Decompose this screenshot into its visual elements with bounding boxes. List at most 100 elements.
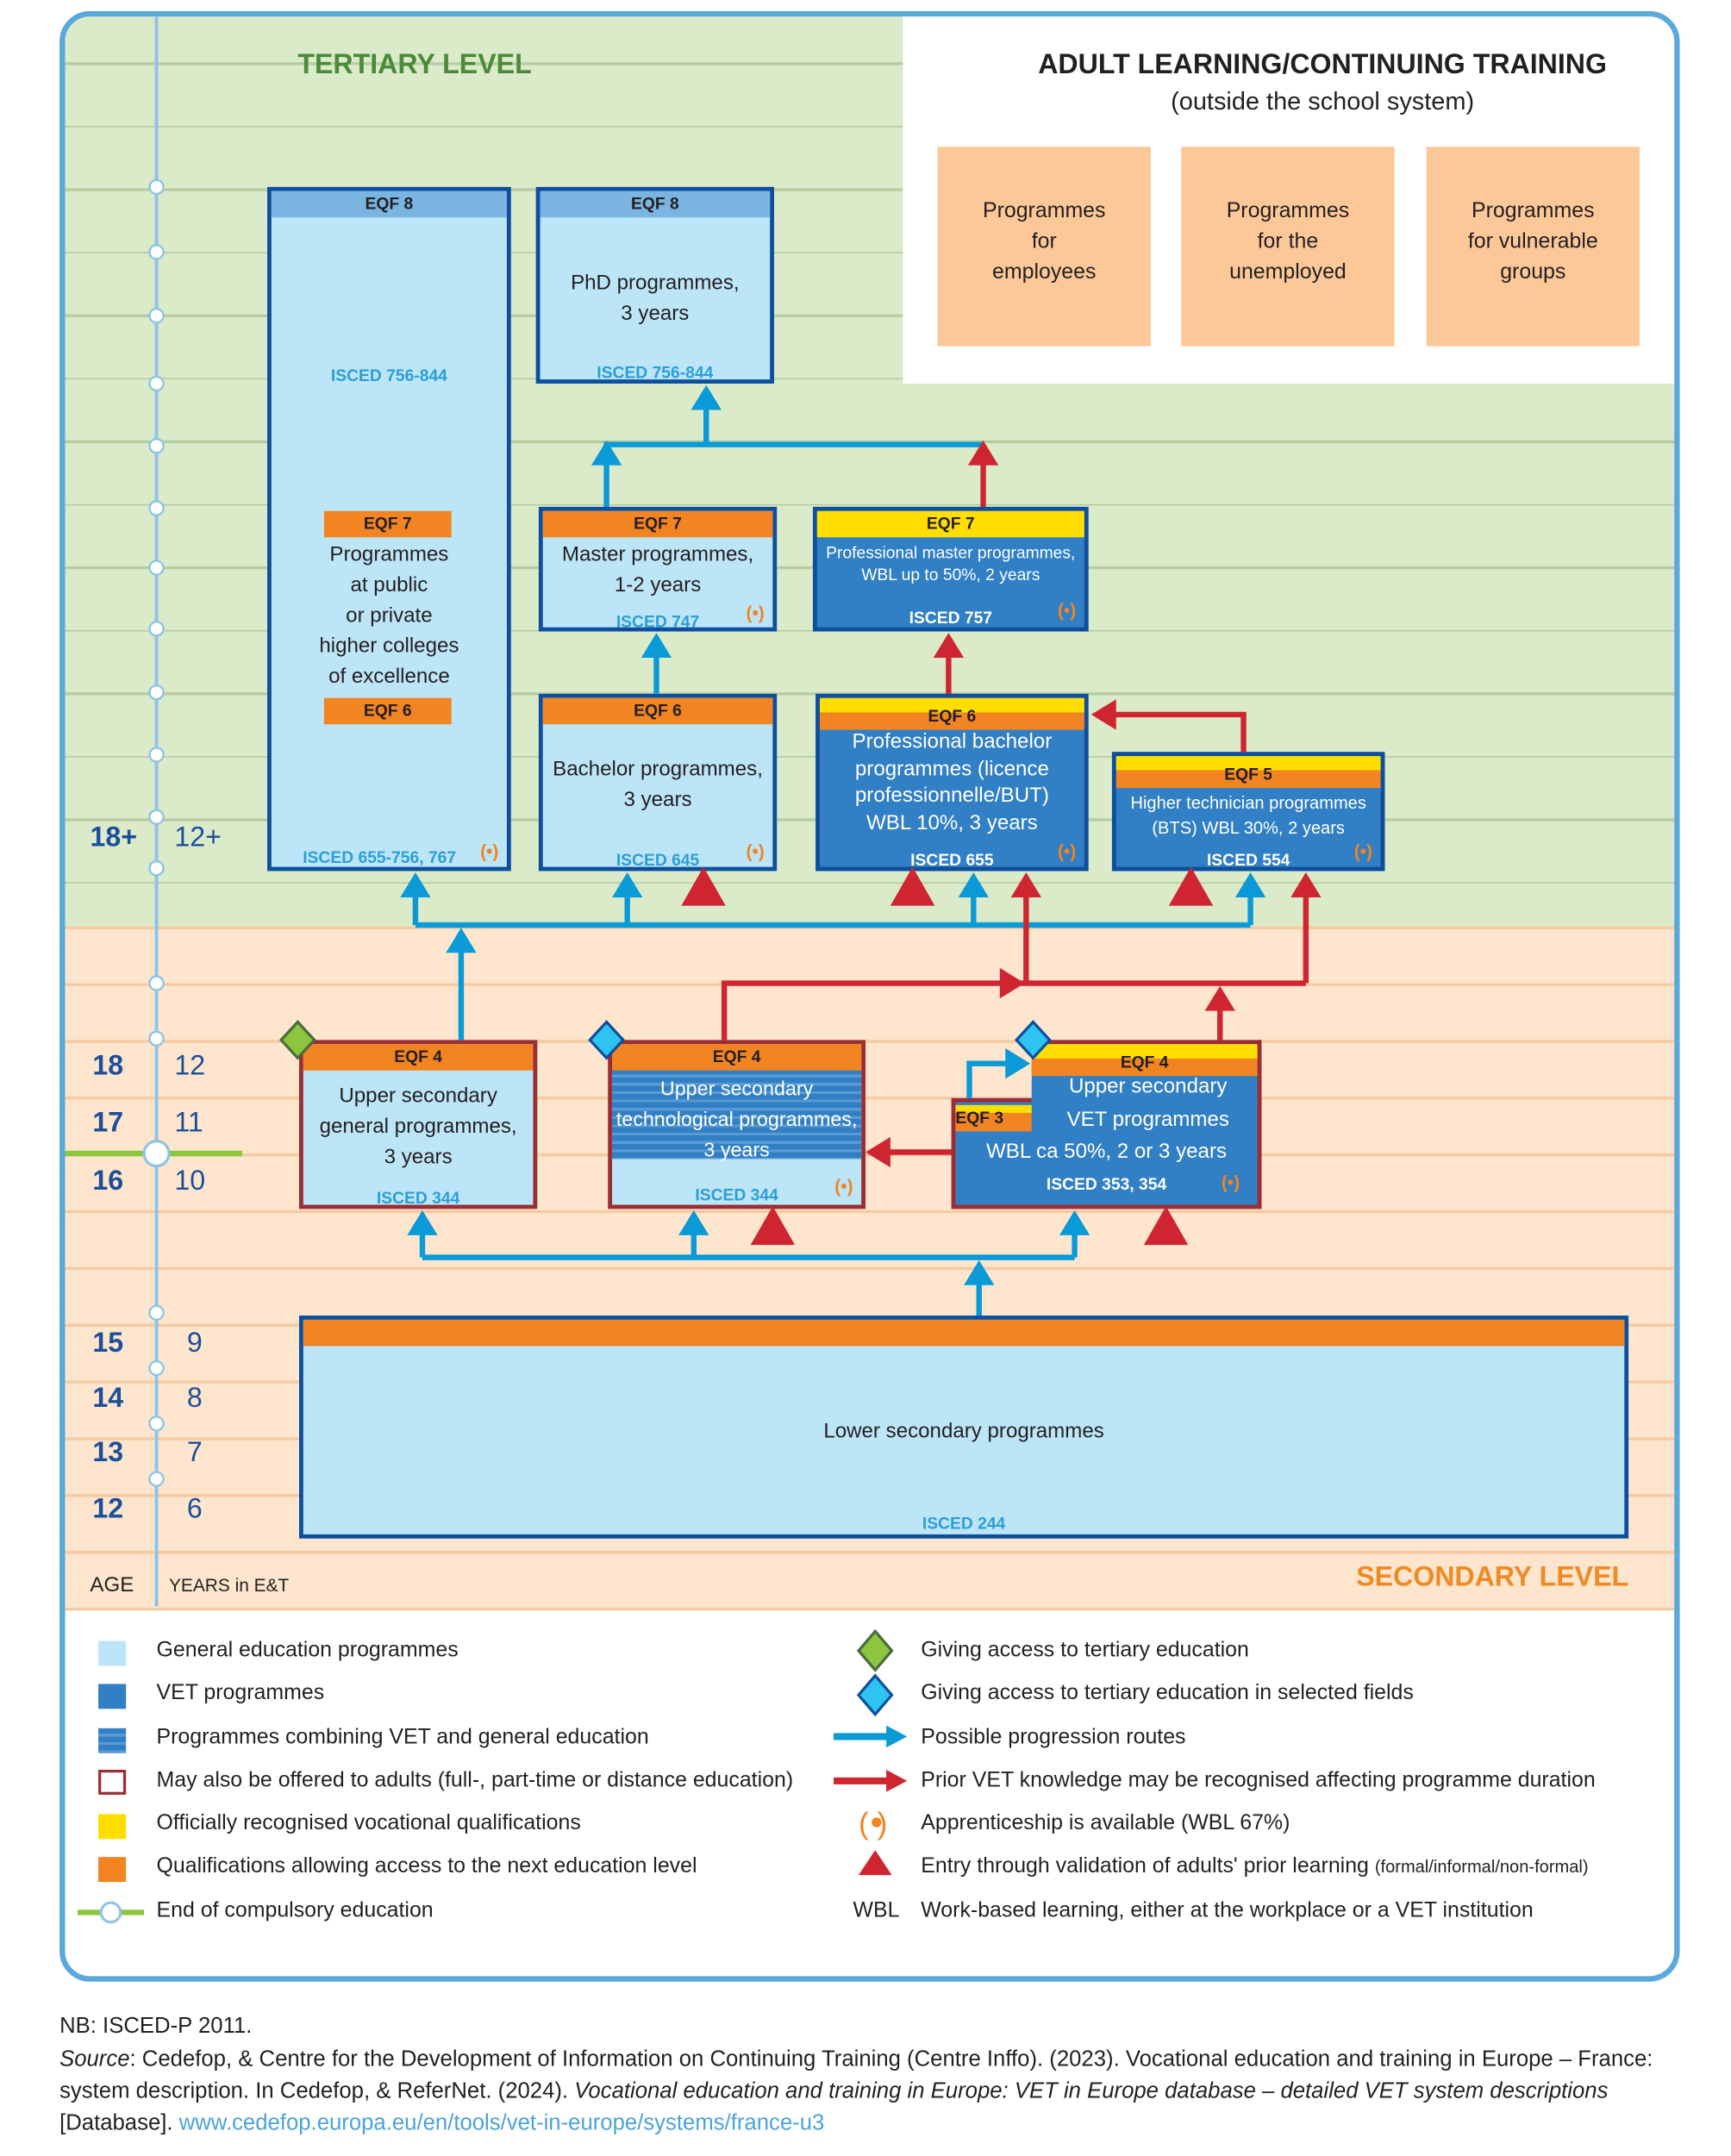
grid-line bbox=[65, 440, 1675, 443]
text-line: Programmes bbox=[329, 542, 449, 567]
line: groups bbox=[1500, 260, 1566, 284]
isced-label: ISCED 645 bbox=[616, 850, 700, 870]
eqf-label: EQF 8 bbox=[540, 191, 771, 218]
grid-line bbox=[65, 1551, 1675, 1553]
text-line: 3 years bbox=[623, 788, 692, 812]
red-arrowhead-icon bbox=[1290, 872, 1322, 897]
isced-label: ISCED 244 bbox=[922, 1513, 1006, 1534]
timeline-dot bbox=[148, 178, 165, 196]
eqf-bar bbox=[303, 1319, 1625, 1347]
blue-arrowhead-icon bbox=[591, 440, 622, 466]
legend-icons: ( ) bbox=[834, 1628, 908, 1876]
upper-secondary-vet-box: EQF 4 bbox=[1031, 1040, 1262, 1209]
blue-arrowhead-icon bbox=[1059, 1209, 1090, 1235]
blue-diamond-icon bbox=[856, 1673, 894, 1717]
blue-arrowhead-icon bbox=[612, 872, 643, 897]
legend-label-row: Entry through validation of adults' prio… bbox=[921, 1853, 1588, 1880]
apprenticeship-icon: (•) bbox=[746, 602, 765, 623]
eqf-label: EQF 6 bbox=[819, 697, 1084, 730]
red-arrow-icon bbox=[834, 1769, 908, 1792]
bachelor-box: EQF 6 Bachelor programmes, 3 years ISCED … bbox=[538, 693, 778, 872]
timeline-dot bbox=[148, 1471, 165, 1487]
apprenticeship-icon: ( ) bbox=[859, 1807, 887, 1840]
text-line: WBL up to 50%, 2 years bbox=[861, 565, 1040, 584]
blue-arrowhead-icon bbox=[958, 872, 989, 897]
higher-technician-box: EQF 5 Higher technician programmes(BTS) … bbox=[1111, 752, 1385, 872]
timeline-dot bbox=[148, 1304, 165, 1322]
isced-label: ISCED 756-844 bbox=[597, 362, 714, 383]
text-line: Bachelor programmes, bbox=[553, 757, 763, 782]
eqf-label: EQF 6 bbox=[542, 697, 773, 725]
validation-triangle-icon bbox=[681, 866, 726, 906]
timeline-dot bbox=[148, 1415, 165, 1432]
grid-line bbox=[65, 1040, 1675, 1042]
isced-label: ISCED 756-844 bbox=[330, 366, 447, 385]
compulsory-end-marker bbox=[142, 1140, 171, 1168]
grid-line bbox=[65, 881, 1675, 884]
age-axis bbox=[65, 16, 243, 1607]
line: for the bbox=[1257, 229, 1319, 253]
grid-line bbox=[65, 1266, 1675, 1270]
grid-line bbox=[65, 1209, 1675, 1213]
text-line: Upper secondary bbox=[339, 1084, 497, 1109]
age-label: 18+ bbox=[90, 822, 137, 853]
line: for vulnerable bbox=[1467, 229, 1598, 253]
text-line: programmes (licence bbox=[854, 756, 1049, 781]
isced-label: ISCED 747 bbox=[616, 612, 700, 632]
isced-label: ISCED 353, 354 bbox=[1046, 1173, 1167, 1193]
line: for bbox=[1031, 229, 1057, 253]
red-arrowhead-icon bbox=[1010, 872, 1042, 897]
line: Programmes bbox=[982, 199, 1106, 223]
eqf-label: EQF 5 bbox=[1115, 756, 1381, 789]
grid-line bbox=[65, 188, 1675, 191]
timeline-dot bbox=[148, 500, 165, 516]
years-label: 12+ bbox=[174, 822, 222, 853]
red-arrowhead-icon bbox=[866, 1136, 890, 1168]
eqf-label: EQF 3 bbox=[955, 1104, 1036, 1132]
validation-triangle-icon bbox=[1168, 866, 1214, 906]
legend-label: Giving access to tertiary education in s… bbox=[921, 1681, 1414, 1705]
blue-arrowhead-icon bbox=[678, 1209, 709, 1235]
higher-colleges-box: EQF 8 ISCED 756-844 EQF 7 Programmes at … bbox=[267, 186, 511, 872]
legend-label: Possible progression routes bbox=[921, 1725, 1186, 1749]
timeline-dot bbox=[148, 747, 165, 763]
master-box: EQF 7 Master programmes,1-2 years ISCED … bbox=[538, 506, 778, 632]
red-arrowhead-icon bbox=[933, 633, 965, 659]
source-line-3: [Database]. www.cedefop.europa.eu/en/too… bbox=[59, 2108, 824, 2140]
legend-label: Apprenticeship is available (WBL 67%) bbox=[921, 1811, 1290, 1835]
timeline-dot bbox=[148, 621, 165, 637]
isced-label: ISCED 655-756, 767 bbox=[303, 847, 457, 867]
timeline-dot bbox=[148, 1030, 165, 1047]
grid-line bbox=[65, 1097, 1675, 1099]
text-line: 3 years bbox=[703, 1140, 770, 1162]
text-line: WBL 10%, 3 years bbox=[866, 810, 1038, 834]
blue-arrowhead-icon bbox=[407, 1209, 438, 1235]
years-label: 9 bbox=[186, 1328, 203, 1359]
legend-label: Entry through validation of adults' prio… bbox=[921, 1853, 1369, 1878]
legend-label: Work-based learning, either at the workp… bbox=[921, 1898, 1534, 1922]
phd-box: EQF 8 PhD programmes,3 years ISCED 756-8… bbox=[535, 186, 774, 384]
lower-secondary-box: Lower secondary programmes ISCED 244 bbox=[298, 1315, 1629, 1539]
text-line: Professional master programmes, bbox=[826, 542, 1076, 563]
timeline-dot bbox=[148, 809, 165, 826]
source-label: Source bbox=[59, 2047, 130, 2072]
timeline-dot bbox=[148, 375, 165, 392]
text-line: Upper secondary bbox=[1068, 1074, 1228, 1098]
progression-route-line bbox=[966, 1060, 1011, 1098]
grid-line bbox=[65, 377, 1675, 380]
blue-arrowhead-icon bbox=[446, 928, 477, 953]
legend-label: VET programmes bbox=[156, 1681, 325, 1705]
eqf-label: EQF 7 bbox=[323, 510, 452, 538]
source-link[interactable]: www.cedefop.europa.eu/en/tools/vet-in-eu… bbox=[178, 2111, 825, 2136]
text-line: Higher technician programmes bbox=[1130, 793, 1366, 813]
source-line-1: Source: Cedefop, & Centre for the Develo… bbox=[59, 2044, 1653, 2076]
validation-triangle-icon bbox=[1143, 1206, 1189, 1246]
line: employees bbox=[992, 260, 1097, 284]
text-line: professionnelle/BUT) bbox=[854, 784, 1049, 808]
line: unemployed bbox=[1229, 260, 1347, 284]
